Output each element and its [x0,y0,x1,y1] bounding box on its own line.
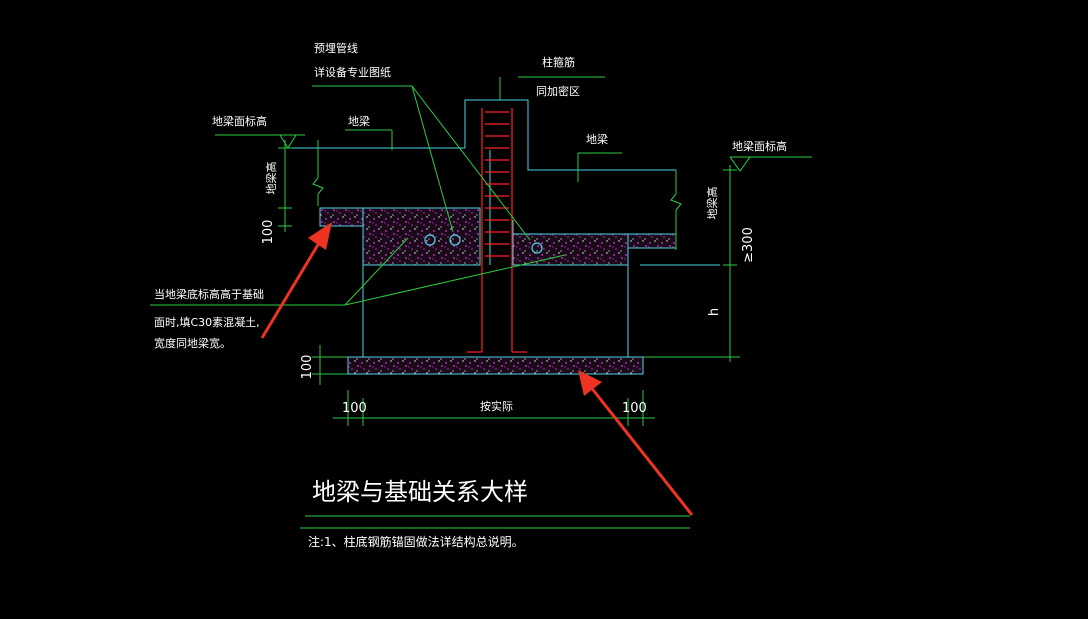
dim-100-left: 100 [261,220,276,245]
label-fill-note2: 面时,填C30素混凝土, [154,315,260,329]
foundation-base-slab [347,356,644,375]
label-beam-height-left: 地梁高 [264,162,278,195]
right-beam-strip [627,233,677,249]
arrow-right-head [578,370,602,396]
arrow-left-shaft [260,237,324,339]
label-as-actual: 按实际 [480,399,513,413]
pipe-circle-mid [449,234,461,246]
label-pipe-line1: 预埋管线 [314,41,358,55]
label-densified-zone: 同加密区 [536,84,580,98]
label-ground-beam-left: 地梁 [348,114,370,128]
label-fill-note3: 宽度同地梁宽。 [154,336,231,350]
dim-100-bottom-right: 100 [622,401,647,416]
dim-100-bottom-left: 100 [342,401,367,416]
concrete-fills [319,207,677,375]
dimension-lines [278,140,740,426]
text-labels: 预埋管线 详设备专业图纸 柱箍筋 同加密区 地梁面标高 地梁 地梁 地梁面标高 … [154,41,787,413]
arrow-right-shaft [588,385,694,516]
left-beam-block [362,207,481,266]
drawing-title: 地梁与基础关系大样 [312,478,528,506]
right-beam-block [512,233,629,266]
label-fill-note1: 当地梁底标高高于基础 [154,287,264,301]
dimension-texts: 100 ≥300 h 100 100 100 [261,220,756,416]
annotation-arrows [260,222,694,516]
drawing-note: 注:1、柱底钢筋锚固做法详结构总说明。 [308,534,524,549]
embedded-pipes [424,234,543,254]
label-column-rebar: 柱箍筋 [542,55,575,69]
pipe-circle-right [531,242,543,254]
left-beam-bottom-strip [319,207,365,227]
dim-h: h [707,308,722,316]
dim-100-base: 100 [300,355,315,380]
column-rebar [467,108,527,353]
label-ground-beam-right: 地梁 [586,132,608,146]
arrow-left-head [308,222,332,250]
label-beam-top-left: 地梁面标高 [212,114,267,128]
label-pipe-line2: 详设备专业图纸 [314,65,391,79]
dim-ge300: ≥300 [741,227,756,263]
pipe-circle-left [424,234,436,246]
label-beam-height-right: 地梁高 [705,187,719,220]
elevation-markers [215,134,812,172]
structure-outlines [290,99,720,357]
leader-lines [150,76,690,529]
label-beam-top-right: 地梁面标高 [732,139,787,153]
